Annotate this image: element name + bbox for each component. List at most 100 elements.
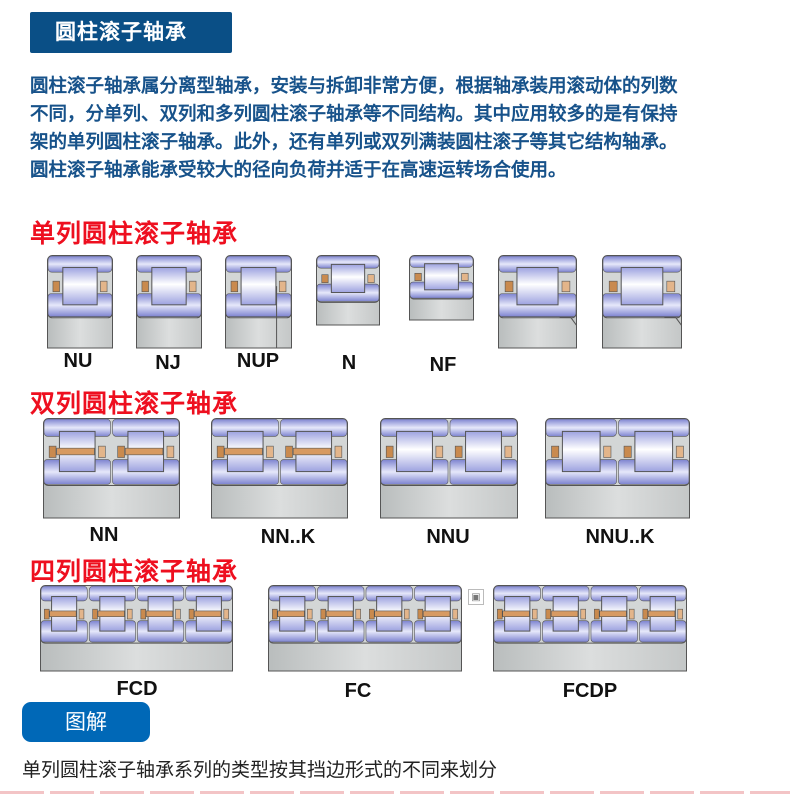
bearing-nf — [409, 255, 474, 321]
roller — [516, 266, 559, 306]
cage — [306, 608, 313, 620]
figure-caption: 单列圆柱滚子轴承系列的类型按其挡边形式的不同来划分 — [22, 759, 498, 781]
cage — [52, 280, 60, 293]
cage-bar — [124, 447, 164, 456]
label-nnu: NNU — [426, 526, 470, 548]
cage — [452, 608, 458, 620]
intro-line: 不同，分单列、双列和多列圆柱滚子轴承等不同结构。其中应用较多的是有保持 — [30, 104, 678, 125]
cage — [321, 274, 329, 283]
cage-bar — [194, 610, 222, 617]
bearing-type6 — [498, 255, 577, 349]
housing — [602, 312, 682, 349]
cage — [166, 445, 175, 458]
cage — [545, 608, 552, 620]
bearing-nn-k — [211, 418, 348, 519]
intro-line: 圆柱滚子轴承能承受较大的径向负荷并适于在高速运转场合使用。 — [30, 160, 567, 181]
cage — [367, 274, 375, 283]
label-nn: NN — [89, 524, 119, 546]
cage — [551, 445, 560, 458]
cage-bar — [599, 610, 627, 617]
cage — [561, 280, 571, 293]
cage — [92, 608, 98, 620]
shoulder — [664, 316, 682, 348]
label-fcdp: FCDP — [562, 680, 618, 702]
roller — [396, 430, 433, 473]
divider — [0, 791, 790, 794]
label-nn-k: NN..K — [260, 526, 316, 548]
page-title: 圆柱滚子轴承 — [30, 12, 232, 53]
bearing-nup — [225, 255, 292, 349]
housing — [498, 312, 577, 349]
cage — [675, 445, 684, 458]
shoulder — [559, 316, 577, 348]
cage-bar — [224, 447, 263, 456]
section-double-row-title: 双列圆柱滚子轴承 — [30, 389, 239, 418]
roller — [465, 430, 502, 473]
section-single-row-title: 单列圆柱滚子轴承 — [30, 219, 239, 248]
cage — [117, 445, 125, 458]
roller — [151, 266, 187, 306]
cage-bar — [550, 610, 579, 617]
cage-bar — [374, 610, 402, 617]
cage-bar — [145, 610, 173, 617]
cage-bar — [277, 610, 305, 617]
label-fcd: FCD — [116, 678, 158, 700]
cage — [216, 445, 225, 458]
label-nnu-k: NNU..K — [585, 526, 655, 548]
bearing-nj — [136, 255, 202, 349]
intro-line: 架的单列圆柱滚子轴承。此外，还有单列或双列满装圆柱滚子等其它结构轴承。 — [30, 132, 678, 153]
figure-button[interactable]: 图解 — [22, 702, 150, 742]
cage — [78, 608, 85, 620]
cage — [403, 608, 410, 620]
label-nf: NF — [429, 354, 457, 376]
cage — [580, 608, 586, 620]
cage — [48, 445, 57, 458]
label-nup: NUP — [236, 350, 280, 372]
roller — [620, 266, 664, 306]
cage — [504, 280, 514, 293]
cage — [594, 608, 600, 620]
bearing-nnu — [380, 418, 518, 519]
roller — [240, 266, 277, 306]
roller — [330, 263, 366, 294]
cage — [628, 608, 635, 620]
housing — [47, 312, 113, 349]
cage-bar — [292, 447, 332, 456]
cage — [369, 608, 375, 620]
cage — [334, 445, 343, 458]
cage — [666, 280, 676, 293]
cage — [461, 272, 469, 281]
bearing-fc — [268, 585, 462, 672]
image-placeholder-icon: ▣ — [468, 589, 484, 605]
cage — [100, 280, 108, 293]
cage — [189, 280, 197, 293]
roller — [634, 430, 674, 473]
label-nu: NU — [63, 350, 93, 372]
cage-bar — [49, 610, 77, 617]
bearing-n — [316, 255, 380, 326]
cage — [603, 445, 612, 458]
cage — [608, 280, 618, 293]
cage — [385, 445, 394, 458]
cage — [175, 608, 181, 620]
cage — [127, 608, 133, 620]
cage — [140, 608, 146, 620]
cage — [623, 445, 632, 458]
roller — [424, 263, 459, 291]
bearing-nn — [43, 418, 180, 519]
intro-paragraph: 圆柱滚子轴承属分离型轴承，安装与拆卸非常方便，根据轴承装用滚动体的列数 不同，分… — [30, 73, 780, 185]
label-fc: FC — [344, 680, 372, 702]
cage — [497, 608, 503, 620]
label-nj: NJ — [155, 352, 181, 374]
cage-bar — [422, 610, 451, 617]
intro-line: 圆柱滚子轴承属分离型轴承，安装与拆卸非常方便，根据轴承装用滚动体的列数 — [30, 76, 678, 97]
cage — [98, 445, 106, 458]
cage — [320, 608, 327, 620]
ring-body — [268, 585, 462, 644]
cage — [677, 608, 683, 620]
cage — [223, 608, 229, 620]
cage — [188, 608, 195, 620]
cage — [278, 280, 287, 293]
cage — [531, 608, 538, 620]
cage — [504, 445, 513, 458]
